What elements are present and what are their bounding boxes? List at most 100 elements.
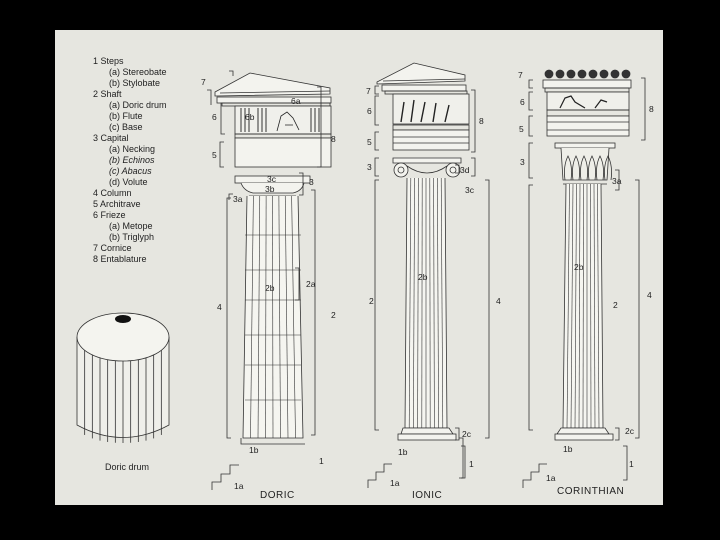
ionic-label-5: 5 bbox=[367, 137, 372, 147]
corinthian-label-5: 5 bbox=[519, 124, 524, 134]
ionic-label-2: 2 bbox=[369, 296, 374, 306]
doric-caption: DORIC bbox=[260, 490, 295, 501]
doric-label-5: 5 bbox=[212, 150, 217, 160]
corinthian-label-2b: 2b bbox=[574, 262, 584, 272]
ionic-label-1b: 1b bbox=[398, 447, 408, 457]
legend-item: (a) Necking bbox=[109, 144, 156, 154]
legend-item: (a) Stereobate bbox=[109, 67, 167, 77]
legend-item: (b) Echinos bbox=[109, 155, 155, 165]
drawing-line bbox=[257, 195, 261, 439]
legend-group: 8 Entablature bbox=[93, 254, 147, 264]
doric-label-6: 6 bbox=[212, 112, 217, 122]
drum-caption: Doric drum bbox=[105, 462, 149, 472]
doric-label-3a: 3a bbox=[233, 194, 243, 204]
ionic-label-2b: 2b bbox=[418, 272, 428, 282]
doric-label-1: 1 bbox=[319, 456, 324, 466]
corinthian-label-8: 8 bbox=[649, 104, 654, 114]
acanthus-leaf bbox=[564, 155, 572, 181]
ionic-label-1a: 1a bbox=[390, 478, 400, 488]
acanthus-leaf bbox=[596, 155, 604, 181]
doric-label-2: 2 bbox=[331, 310, 336, 320]
doric-label-3: 3 bbox=[309, 177, 314, 187]
ionic-label-2c: 2c bbox=[462, 429, 472, 439]
corinthian-label-2c: 2c bbox=[625, 426, 635, 436]
antefix bbox=[544, 69, 554, 79]
drawing-line bbox=[291, 195, 296, 439]
legend-group: 4 Column bbox=[93, 188, 132, 198]
ionic-label-6: 6 bbox=[367, 106, 372, 116]
corinthian-label-1: 1 bbox=[629, 459, 634, 469]
drawing-line bbox=[284, 195, 289, 439]
dowel-hole bbox=[115, 315, 131, 323]
drawing-line bbox=[440, 177, 444, 429]
corinthian-label-7: 7 bbox=[518, 70, 523, 80]
antefix bbox=[610, 69, 620, 79]
legend-item: (b) Flute bbox=[109, 111, 143, 121]
corinthian-label-1a: 1a bbox=[546, 473, 556, 483]
doric-drum-illustration bbox=[76, 312, 170, 443]
corinthian-label-3a: 3a bbox=[612, 176, 622, 186]
corinthian-label-6: 6 bbox=[520, 97, 525, 107]
drawing-line bbox=[417, 177, 419, 429]
drawing-line bbox=[574, 183, 577, 429]
ionic-label-8: 8 bbox=[479, 116, 484, 126]
ionic-label-3: 3 bbox=[367, 162, 372, 172]
drawing-line bbox=[250, 195, 254, 439]
drawing-line bbox=[433, 177, 435, 429]
legend-group: 3 Capital bbox=[93, 133, 129, 143]
corinthian-label-3: 3 bbox=[520, 157, 525, 167]
legend-group: 5 Architrave bbox=[93, 199, 141, 209]
ionic-label-1: 1 bbox=[469, 459, 474, 469]
doric-label-8: 8 bbox=[331, 134, 336, 144]
doric-label-1b: 1b bbox=[249, 445, 259, 455]
ionic-label-4: 4 bbox=[496, 296, 501, 306]
antefix bbox=[577, 69, 587, 79]
corinthian-caption: CORINTHIAN bbox=[557, 486, 624, 497]
antefix bbox=[555, 69, 565, 79]
legend-item: (c) Base bbox=[109, 122, 143, 132]
drawing-line bbox=[278, 195, 281, 439]
doric-label-4: 4 bbox=[217, 302, 222, 312]
drawing-line bbox=[570, 183, 574, 429]
acanthus-leaf bbox=[588, 155, 596, 181]
acanthus-leaf bbox=[604, 155, 612, 181]
antefix bbox=[599, 69, 609, 79]
ionic-order-illustration bbox=[367, 62, 490, 488]
doric-label-7: 7 bbox=[201, 77, 206, 87]
doric-label-3c: 3c bbox=[267, 174, 277, 184]
legend-item: (d) Volute bbox=[109, 177, 148, 187]
ionic-label-3c: 3c bbox=[465, 185, 475, 195]
corinthian-label-4: 4 bbox=[647, 290, 652, 300]
doric-label-6a: 6a bbox=[291, 96, 301, 106]
ionic-caption: IONIC bbox=[412, 490, 442, 501]
drawing-line bbox=[593, 183, 596, 429]
drawing-line bbox=[272, 195, 274, 439]
corinthian-label-2: 2 bbox=[613, 300, 618, 310]
drawing-line bbox=[590, 183, 592, 429]
drawing-line bbox=[566, 183, 570, 429]
legend-group: 1 Steps bbox=[93, 56, 124, 66]
drawing-line bbox=[437, 177, 439, 429]
legend-item: (b) Triglyph bbox=[109, 232, 155, 242]
doric-order-illustration bbox=[207, 70, 464, 490]
legend-item: (a) Metope bbox=[109, 221, 153, 231]
legend-item: (c) Abacus bbox=[109, 166, 152, 176]
acanthus-leaf bbox=[572, 155, 580, 181]
antefix bbox=[621, 69, 631, 79]
drawing-line bbox=[582, 183, 584, 429]
drawing-line bbox=[597, 183, 600, 429]
doric-label-6b: 6b bbox=[245, 112, 255, 122]
doric-label-2a: 2a bbox=[306, 279, 316, 289]
acanthus-leaf bbox=[580, 155, 588, 181]
antefix bbox=[588, 69, 598, 79]
legend-item: (a) Doric drum bbox=[109, 100, 167, 110]
legend-group: 7 Cornice bbox=[93, 243, 132, 253]
ionic-label-3d: 3d bbox=[460, 165, 470, 175]
legend-group: 6 Frieze bbox=[93, 210, 126, 220]
drawing-line bbox=[578, 183, 581, 429]
legend-item: (b) Stylobate bbox=[109, 78, 161, 88]
legend-group: 2 Shaft bbox=[93, 89, 122, 99]
ionic-label-7: 7 bbox=[366, 86, 371, 96]
